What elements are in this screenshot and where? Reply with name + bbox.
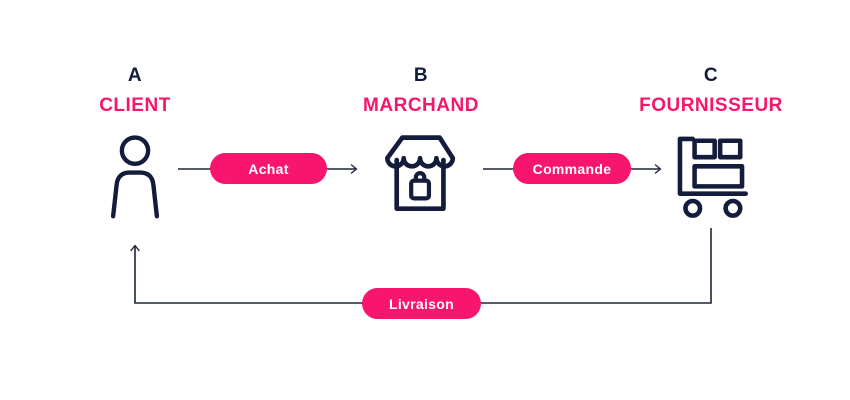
- node-letter: A: [127, 65, 143, 86]
- supplier-cart-icon: [677, 136, 748, 218]
- node-letter: C: [703, 65, 719, 86]
- node-label: MARCHAND: [363, 95, 479, 116]
- node-label: CLIENT: [99, 95, 171, 116]
- edge-commande-pill: Commande: [513, 153, 631, 184]
- node-client: A CLIENT: [60, 64, 210, 220]
- edge-achat-pill: Achat: [210, 153, 327, 184]
- node-label: FOURNISSEUR: [639, 95, 783, 116]
- person-icon: [110, 135, 160, 219]
- node-marchand: B MARCHAND: [346, 64, 496, 218]
- store-icon: [385, 135, 456, 211]
- node-letter: B: [413, 65, 429, 86]
- edge-livraison-pill: Livraison: [362, 288, 481, 319]
- node-fournisseur: C FOURNISSEUR: [631, 64, 791, 228]
